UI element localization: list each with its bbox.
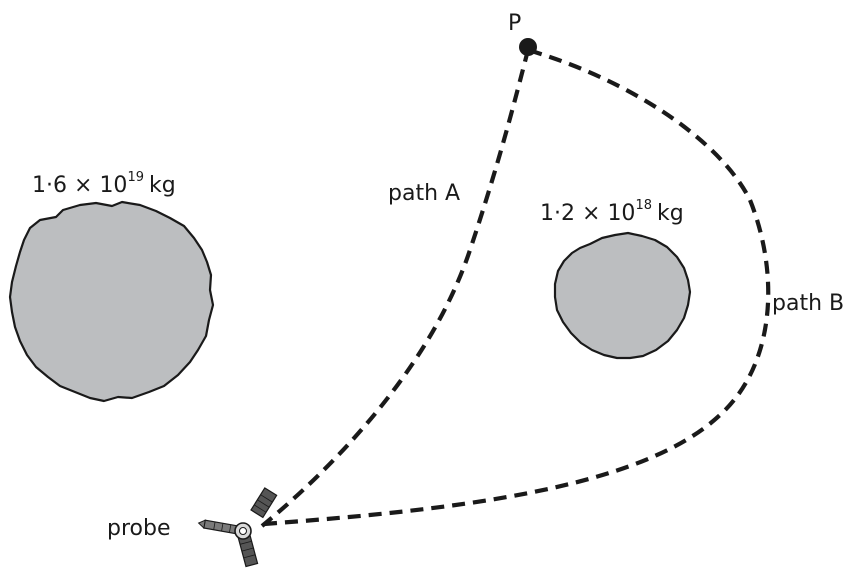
small-asteroid-mass-label: 1·2 × 1018 kg [540,198,684,226]
small-mass-times: × [582,201,600,226]
path-a-label: path A [388,181,460,206]
probe-label: probe [107,516,171,541]
large-asteroid [8,200,215,403]
large-asteroid-mass-label: 1·6 × 1019 kg [32,170,176,198]
large-mass-mantissa: 1·6 [32,173,67,198]
small-asteroid [553,231,692,360]
small-mass-mantissa: 1·2 [540,201,575,226]
large-mass-unit: kg [149,173,176,198]
path-b-line [263,47,771,527]
small-mass-base: 10 [607,201,635,226]
path-b-label: path B [772,291,844,316]
small-mass-unit: kg [657,201,684,226]
large-mass-exponent: 19 [127,170,144,185]
large-mass-times: × [74,173,92,198]
large-mass-base: 10 [99,173,127,198]
point-p-label: P [508,11,521,36]
probe-icon [197,487,278,568]
small-mass-exponent: 18 [635,198,652,213]
path-a-line [260,49,531,528]
point-p-marker [519,38,537,56]
